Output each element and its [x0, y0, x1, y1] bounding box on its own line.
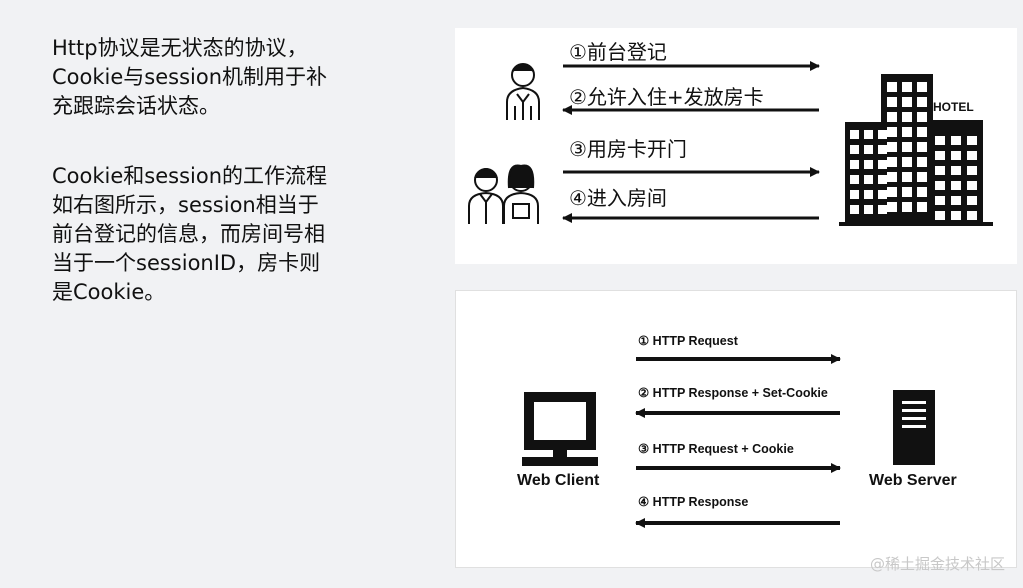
- watermark: @稀土掘金技术社区: [869, 555, 1005, 573]
- http-step2-label: ② HTTP Response + Set-Cookie: [638, 386, 828, 400]
- intro-paragraph: Http协议是无状态的协议， Cookie与session机制用于补 充跟踪会话…: [52, 36, 328, 118]
- server-icon: [893, 390, 935, 465]
- hotel-step3-label: ③用房卡开门: [569, 137, 687, 161]
- http-step4-label: ④ HTTP Response: [638, 495, 749, 509]
- receptionist-icon: [506, 63, 540, 120]
- web-client-label: Web Client: [517, 472, 600, 489]
- hotel-sign: HOTEL: [933, 100, 974, 114]
- http-step3-label: ③ HTTP Request + Cookie: [638, 442, 794, 456]
- hotel-step1-label: ①前台登记: [569, 40, 667, 64]
- guests-icon: [468, 164, 539, 224]
- http-cookie-panel: ① HTTP Request ② HTTP Response + Set-Coo…: [455, 290, 1017, 568]
- hotel-building-icon: [839, 74, 993, 226]
- hotel-step2-label: ②允许入住+发放房卡: [569, 85, 764, 109]
- hotel-step4-label: ④进入房间: [569, 186, 667, 210]
- computer-icon: [522, 392, 598, 466]
- hotel-analogy-panel: HOTEL ①前台登记 ②允许入住+发放房卡 ③用房卡开门 ④进入房间: [455, 28, 1017, 264]
- http-diagram-svg: [522, 354, 935, 528]
- workflow-paragraph: Cookie和session的工作流程 如右图所示，session相当于 前台登…: [52, 164, 328, 304]
- hotel-diagram-svg: [468, 61, 993, 226]
- http-step1-label: ① HTTP Request: [638, 334, 738, 348]
- web-server-label: Web Server: [869, 472, 957, 489]
